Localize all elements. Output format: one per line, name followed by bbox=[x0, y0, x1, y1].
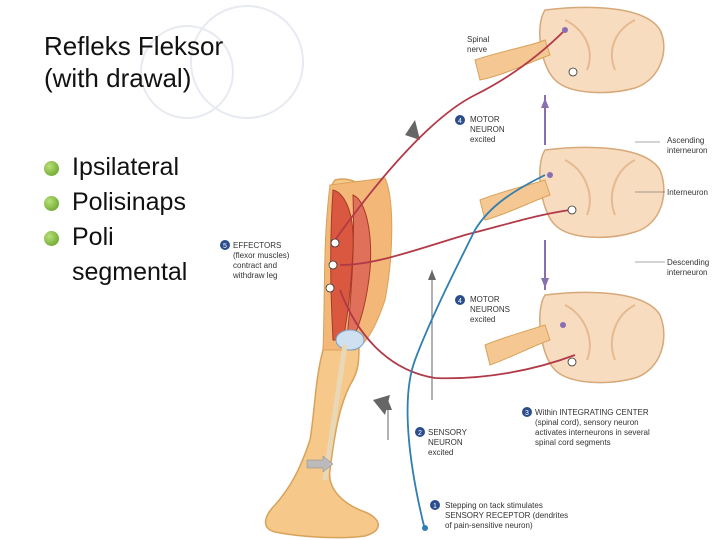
step-badge-icon bbox=[455, 295, 465, 305]
bone-illustration bbox=[322, 344, 348, 481]
spinal-cord-segment-middle bbox=[479, 146, 665, 239]
bullet-text: Poli bbox=[72, 223, 114, 251]
slide-title: Refleks Fleksor (with drawal) bbox=[44, 30, 304, 94]
step-5-text-3: contract and bbox=[233, 261, 277, 270]
slide-title-line-2: (with drawal) bbox=[44, 63, 192, 93]
step-badge-icon bbox=[430, 500, 440, 510]
step-1-text-1: Stepping on tack stimulates bbox=[445, 501, 543, 510]
decorative-circle-right bbox=[190, 5, 304, 119]
step-4b-number: 4 bbox=[458, 298, 462, 305]
label-ascending-interneuron-1: Ascending bbox=[667, 136, 704, 145]
label-descending-interneuron-1: Descending bbox=[667, 258, 709, 267]
withdrawal-arrow bbox=[306, 455, 334, 473]
interneuron-icon bbox=[560, 322, 566, 328]
label-ascending-interneuron-2: interneuron bbox=[667, 146, 707, 155]
bullet-item-polisinaps: Polisinaps bbox=[44, 185, 187, 220]
step-badge-icon bbox=[415, 427, 425, 437]
step-3-text-2: (spinal cord), sensory neuron bbox=[535, 418, 639, 427]
withdrawal-arrow bbox=[405, 120, 420, 140]
sensory-neuron-path bbox=[406, 174, 546, 531]
bullet-dot-icon bbox=[44, 161, 59, 176]
step-badge-icon bbox=[220, 240, 230, 250]
figure-illustration: Ascending interneuron Interneuron Descen… bbox=[220, 6, 709, 539]
step-4a-text-1: MOTOR bbox=[470, 115, 500, 124]
synapse-plus-icon bbox=[328, 260, 338, 270]
step-4b-text-2: NEURONS bbox=[470, 305, 510, 314]
synapse-plus-icon bbox=[568, 67, 578, 77]
vertical-arrow-head bbox=[428, 270, 436, 280]
bullet-dot-icon bbox=[44, 231, 59, 246]
bullet-text: segmental bbox=[72, 258, 188, 286]
step-5-text-4: withdraw leg bbox=[232, 271, 277, 280]
motor-neuron-path-upper bbox=[334, 29, 566, 241]
step-3-text-4: spinal cord segments bbox=[535, 438, 611, 447]
bullet-text: Ipsilateral bbox=[72, 153, 179, 181]
step-4a-number: 4 bbox=[458, 118, 462, 125]
synapse-plus-icon bbox=[567, 205, 577, 215]
step-2-text-3: excited bbox=[428, 448, 453, 457]
step-4b-text-1: MOTOR bbox=[470, 295, 500, 304]
motor-neuron-path-lower bbox=[339, 289, 576, 380]
label-spinal-nerve-1: Spinal bbox=[467, 35, 489, 44]
synapse-plus-icon bbox=[330, 238, 340, 248]
vertical-arrow-head bbox=[384, 400, 392, 410]
spinal-cord-segment-lower bbox=[484, 291, 665, 384]
bullet-item-ipsilateral: Ipsilateral bbox=[44, 150, 187, 185]
ascending-arrow-head bbox=[541, 98, 549, 108]
descending-arrow-head bbox=[541, 278, 549, 288]
step-1-number: 1 bbox=[433, 503, 437, 510]
step-2-text-1: SENSORY bbox=[428, 428, 468, 437]
step-badge-icon bbox=[455, 115, 465, 125]
step-5-text-1: EFFECTORS bbox=[233, 241, 281, 250]
label-descending-interneuron-2: interneuron bbox=[667, 268, 707, 277]
step-3-number: 3 bbox=[525, 410, 529, 417]
step-2-number: 2 bbox=[418, 430, 422, 437]
interneuron-icon bbox=[547, 172, 553, 178]
step-4b-text-3: excited bbox=[470, 315, 495, 324]
receptor-icon bbox=[422, 525, 428, 531]
interneuron-icon bbox=[562, 27, 568, 33]
step-5-text-2: (flexor muscles) bbox=[233, 251, 290, 260]
motor-neuron-path-middle bbox=[339, 209, 571, 266]
bullet-continuation: segmental bbox=[44, 255, 187, 290]
label-spinal-nerve-2: nerve bbox=[467, 45, 488, 54]
step-3-text-1: Within INTEGRATING CENTER bbox=[535, 408, 649, 417]
step-4a-text-3: excited bbox=[470, 135, 495, 144]
step-1-text-3: of pain-sensitive neuron) bbox=[445, 521, 533, 530]
step-5-number: 5 bbox=[223, 243, 227, 250]
step-3-text-3: activates interneurons in several bbox=[535, 428, 650, 437]
bullet-dot-icon bbox=[44, 196, 59, 211]
bullet-list: Ipsilateral Polisinaps Poli segmental bbox=[44, 150, 187, 290]
knee-joint-illustration bbox=[335, 329, 365, 351]
slide-title-line-1: Refleks Fleksor bbox=[44, 31, 224, 61]
bullet-text: Polisinaps bbox=[72, 188, 186, 216]
flexor-reflex-figure: Ascending interneuron Interneuron Descen… bbox=[215, 0, 720, 540]
step-1-text-2: SENSORY RECEPTOR (dendrites bbox=[445, 511, 568, 520]
step-badge-icon bbox=[522, 407, 532, 417]
synapse-plus-icon bbox=[325, 283, 335, 293]
synapse-plus-icon bbox=[567, 357, 577, 367]
bullet-item-poli: Poli bbox=[44, 220, 187, 255]
step-4a-text-2: NEURON bbox=[470, 125, 505, 134]
label-interneuron: Interneuron bbox=[667, 188, 708, 197]
step-2-text-2: NEURON bbox=[428, 438, 463, 447]
